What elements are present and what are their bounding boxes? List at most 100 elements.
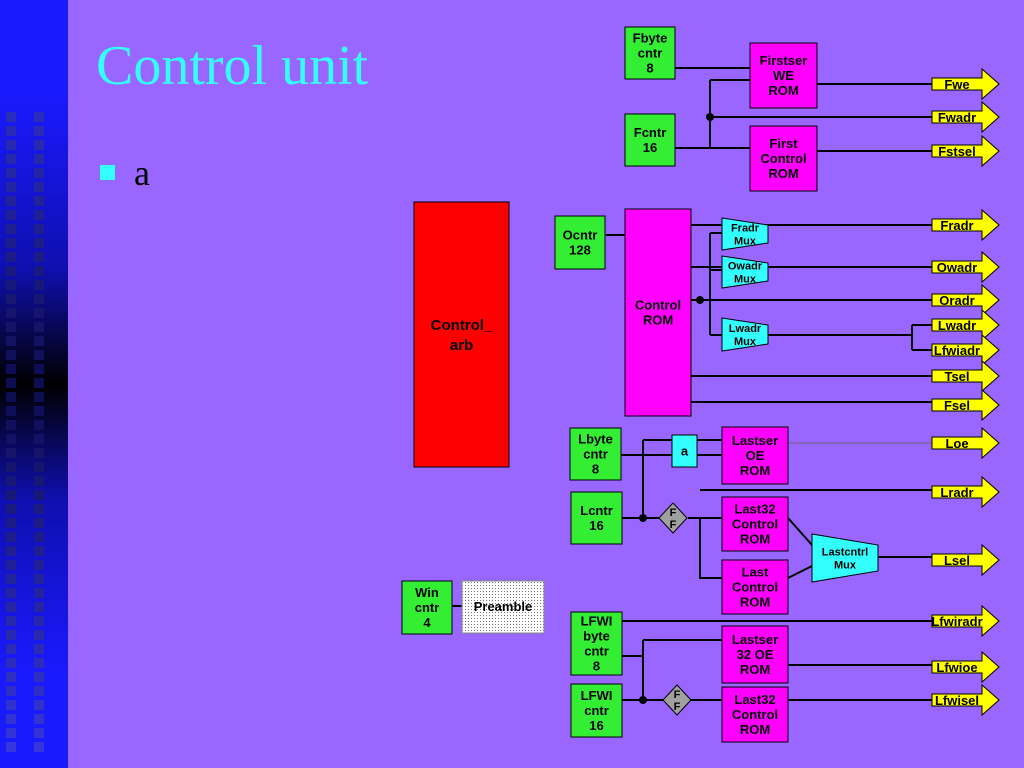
output-arrow-lfwiradr: Lfwiradr	[931, 604, 1000, 638]
a-block-shape	[671, 434, 698, 468]
block-label-line: First	[769, 136, 798, 151]
last-control-rom-shape	[721, 559, 789, 615]
block-label-line: OE	[746, 448, 765, 463]
sidebar-square	[6, 280, 16, 290]
lcntr-counter-shape	[570, 491, 623, 545]
block-label-line: Lastcntrl	[822, 546, 868, 558]
sidebar-square	[34, 336, 44, 346]
control-arb-block-shape	[413, 201, 510, 468]
block-label-line: Control	[760, 151, 806, 166]
flipflop-2-shape	[662, 684, 692, 716]
sidebar-square	[6, 532, 16, 542]
sidebar-square	[6, 504, 16, 514]
sidebar-square	[6, 644, 16, 654]
sidebar-square	[34, 574, 44, 584]
flipflop-1: FF	[658, 502, 688, 534]
slide-title: Control unit	[96, 35, 369, 97]
sidebar-square	[34, 532, 44, 542]
output-arrow-fwadr: Fwadr	[931, 100, 1000, 134]
block-label-line: Control	[732, 517, 778, 532]
output-arrow-label: Fwe	[944, 77, 969, 92]
sidebar-square	[34, 126, 44, 136]
sidebar-square	[6, 364, 16, 374]
preamble-label: Preamble	[474, 599, 533, 614]
junction-dot	[639, 696, 647, 704]
a-block: a	[671, 434, 698, 468]
output-arrow-oradr: Oradr	[931, 283, 1000, 317]
sidebar-square	[6, 168, 16, 178]
output-arrow-shape	[931, 426, 1000, 460]
sidebar-square	[6, 210, 16, 220]
ocntr-counter-shape	[554, 215, 606, 270]
sidebar-square	[34, 616, 44, 626]
bullet-text: a	[134, 153, 150, 193]
sidebar-square	[34, 154, 44, 164]
block-label-line: cntr	[415, 600, 440, 615]
output-arrow-label: Owadr	[937, 260, 977, 275]
block-label-line: Mux	[734, 273, 757, 285]
sidebar-square	[34, 644, 44, 654]
sidebar-square	[34, 406, 44, 416]
block-label-line: 4	[423, 615, 431, 630]
preamble-block: Preamble	[461, 580, 545, 634]
flipflop-2: FF	[662, 684, 692, 716]
output-arrow-label: Tsel	[944, 369, 969, 384]
block-label-line: cntr	[583, 447, 608, 462]
block-label-line: Mux	[834, 559, 857, 571]
sidebar-square	[6, 728, 16, 738]
block-label-line: 16	[643, 140, 657, 155]
sidebar-square	[34, 448, 44, 458]
sidebar-square	[6, 420, 16, 430]
block-label-line: Ocntr	[563, 228, 598, 243]
block-label-line: 16	[589, 518, 603, 533]
block-label-line: 16	[589, 718, 603, 733]
win-counter-shape	[401, 580, 453, 635]
output-arrow-label: Oradr	[939, 293, 974, 308]
output-arrow-shape	[931, 359, 1000, 393]
sidebar-square	[6, 126, 16, 136]
sidebar-square	[6, 266, 16, 276]
block-label-line: F	[674, 701, 681, 713]
output-arrow-lfwioe: Lfwioe	[931, 650, 1000, 684]
block-label-line: Fbyte	[633, 31, 668, 46]
output-arrow-shape	[931, 67, 1000, 101]
sidebar-square	[34, 252, 44, 262]
sidebar-square	[34, 182, 44, 192]
block-label-line: 8	[646, 61, 653, 76]
block-label-line: ROM	[740, 463, 770, 478]
block-label-line: ROM	[768, 83, 798, 98]
block-label-line: Control	[732, 707, 778, 722]
wire-to-last-control	[699, 518, 722, 579]
sidebar-square	[34, 630, 44, 640]
owadr-mux-shape	[721, 255, 769, 289]
sidebar-square	[34, 266, 44, 276]
sidebar-square	[34, 308, 44, 318]
junction-dot	[696, 296, 704, 304]
sidebar-square	[6, 238, 16, 248]
wire-last32-to-mux	[787, 517, 813, 546]
block-label-line: Control	[635, 298, 681, 313]
output-arrow-shape	[931, 100, 1000, 134]
output-arrow-lsel: Lsel	[931, 543, 1000, 577]
lastser-oe-rom-shape	[721, 426, 789, 485]
block-label-line: 8	[592, 462, 599, 477]
sidebar-square	[6, 546, 16, 556]
output-arrow-label: Fstsel	[938, 144, 976, 159]
sidebar-square	[6, 462, 16, 472]
sidebar-square	[34, 490, 44, 500]
block-label-line: Mux	[734, 235, 757, 247]
sidebar-square	[6, 294, 16, 304]
output-arrow-shape	[931, 388, 1000, 422]
sidebar-square	[34, 420, 44, 430]
sidebar-square	[34, 196, 44, 206]
sidebar-square	[6, 672, 16, 682]
